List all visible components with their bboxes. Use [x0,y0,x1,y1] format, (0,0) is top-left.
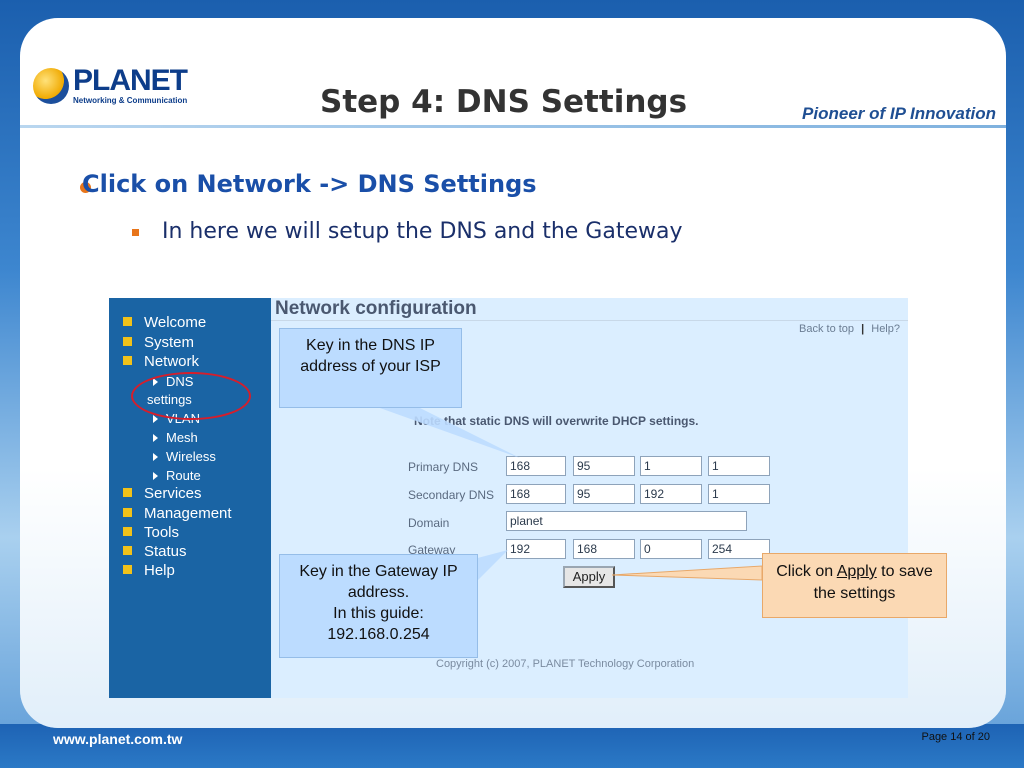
gateway-callout-line2: In this guide: [333,605,424,622]
domain-input[interactable]: planet [506,511,747,531]
dns-callout: Key in the DNS IP address of your ISP [279,328,462,408]
logo-name: PLANET [73,64,188,97]
router-config-screenshot: Welcome System Network DNS settings VLAN… [109,298,908,698]
help-link[interactable]: Help? [871,323,900,335]
gateway-callout-line3: 192.168.0.254 [327,626,430,643]
square-bullet-icon [123,337,132,346]
square-bullet-icon [123,527,132,536]
secondary-dns-octet-1[interactable]: 168 [506,484,566,504]
secondary-dns-label: Secondary DNS [408,488,495,502]
square-bullet-icon [123,317,132,326]
primary-dns-label: Primary DNS [408,460,479,474]
config-title: Network configuration [275,298,477,319]
gateway-octet-3[interactable]: 0 [640,539,702,559]
triangle-right-icon [153,415,158,423]
planet-logo-icon [33,68,69,104]
apply-callout-link: Apply [836,563,877,580]
apply-button[interactable]: Apply [563,566,615,588]
sidebar-subitem-wireless[interactable]: Wireless [153,449,216,464]
gateway-octet-1[interactable]: 192 [506,539,566,559]
gateway-octet-4[interactable]: 254 [708,539,770,559]
sidebar: Welcome System Network DNS settings VLAN… [109,298,271,698]
copyright: Copyright (c) 2007, PLANET Technology Co… [436,658,695,670]
config-title-rule [271,320,908,321]
sidebar-item-services[interactable]: Services [123,485,202,502]
apply-callout: Click on Apply to save the settings [762,553,947,618]
footer-bar [0,724,1024,768]
bullet-sub: In here we will setup the DNS and the Ga… [162,219,683,244]
triangle-right-icon [153,472,158,480]
footer-url[interactable]: www.planet.com.tw [53,731,183,747]
sidebar-subitem-mesh[interactable]: Mesh [153,430,198,445]
sidebar-item-help[interactable]: Help [123,562,175,579]
sidebar-item-network[interactable]: Network [123,353,199,370]
bullet-dot-icon [80,182,91,193]
secondary-dns-octet-2[interactable]: 95 [573,484,635,504]
planet-logo: PLANET Networking & Communication [33,66,193,112]
link-separator: | [861,323,865,335]
square-bullet-icon [123,546,132,555]
sidebar-item-welcome[interactable]: Welcome [123,314,206,331]
logo-subtitle: Networking & Communication [73,96,188,105]
triangle-right-icon [153,453,158,461]
triangle-right-icon [153,434,158,442]
square-bullet-icon [123,356,132,365]
sidebar-subitem-route[interactable]: Route [153,468,201,483]
title-divider [20,125,1006,128]
sidebar-item-management[interactable]: Management [123,505,232,522]
primary-dns-octet-4[interactable]: 1 [708,456,770,476]
dns-note: Note that static DNS will overwrite DHCP… [414,414,699,428]
primary-dns-octet-1[interactable]: 168 [506,456,566,476]
sidebar-item-status[interactable]: Status [123,543,187,560]
highlight-circle [131,372,251,420]
primary-dns-octet-3[interactable]: 1 [640,456,702,476]
gateway-label: Gateway [408,543,456,557]
primary-dns-octet-2[interactable]: 95 [573,456,635,476]
square-bullet-icon [123,488,132,497]
square-bullet-icon [123,508,132,517]
bullet-main: Click on Network -> DNS Settings [82,170,537,198]
slide-title: Step 4: DNS Settings [320,84,688,120]
gateway-callout-line1: Key in the Gateway IP address. [299,563,458,601]
back-to-top-link[interactable]: Back to top [799,323,855,335]
secondary-dns-octet-4[interactable]: 1 [708,484,770,504]
secondary-dns-octet-3[interactable]: 192 [640,484,702,504]
gateway-callout: Key in the Gateway IP address. In this g… [279,554,478,658]
sidebar-item-system[interactable]: System [123,334,194,351]
gateway-octet-2[interactable]: 168 [573,539,635,559]
square-bullet-icon [123,565,132,574]
domain-label: Domain [408,516,450,530]
page-number: Page 14 of 20 [921,731,990,743]
bullet-square-icon [132,229,139,236]
sidebar-item-tools[interactable]: Tools [123,524,179,541]
tagline: Pioneer of IP Innovation [802,104,996,123]
top-links: Back to top | Help? [799,323,900,335]
